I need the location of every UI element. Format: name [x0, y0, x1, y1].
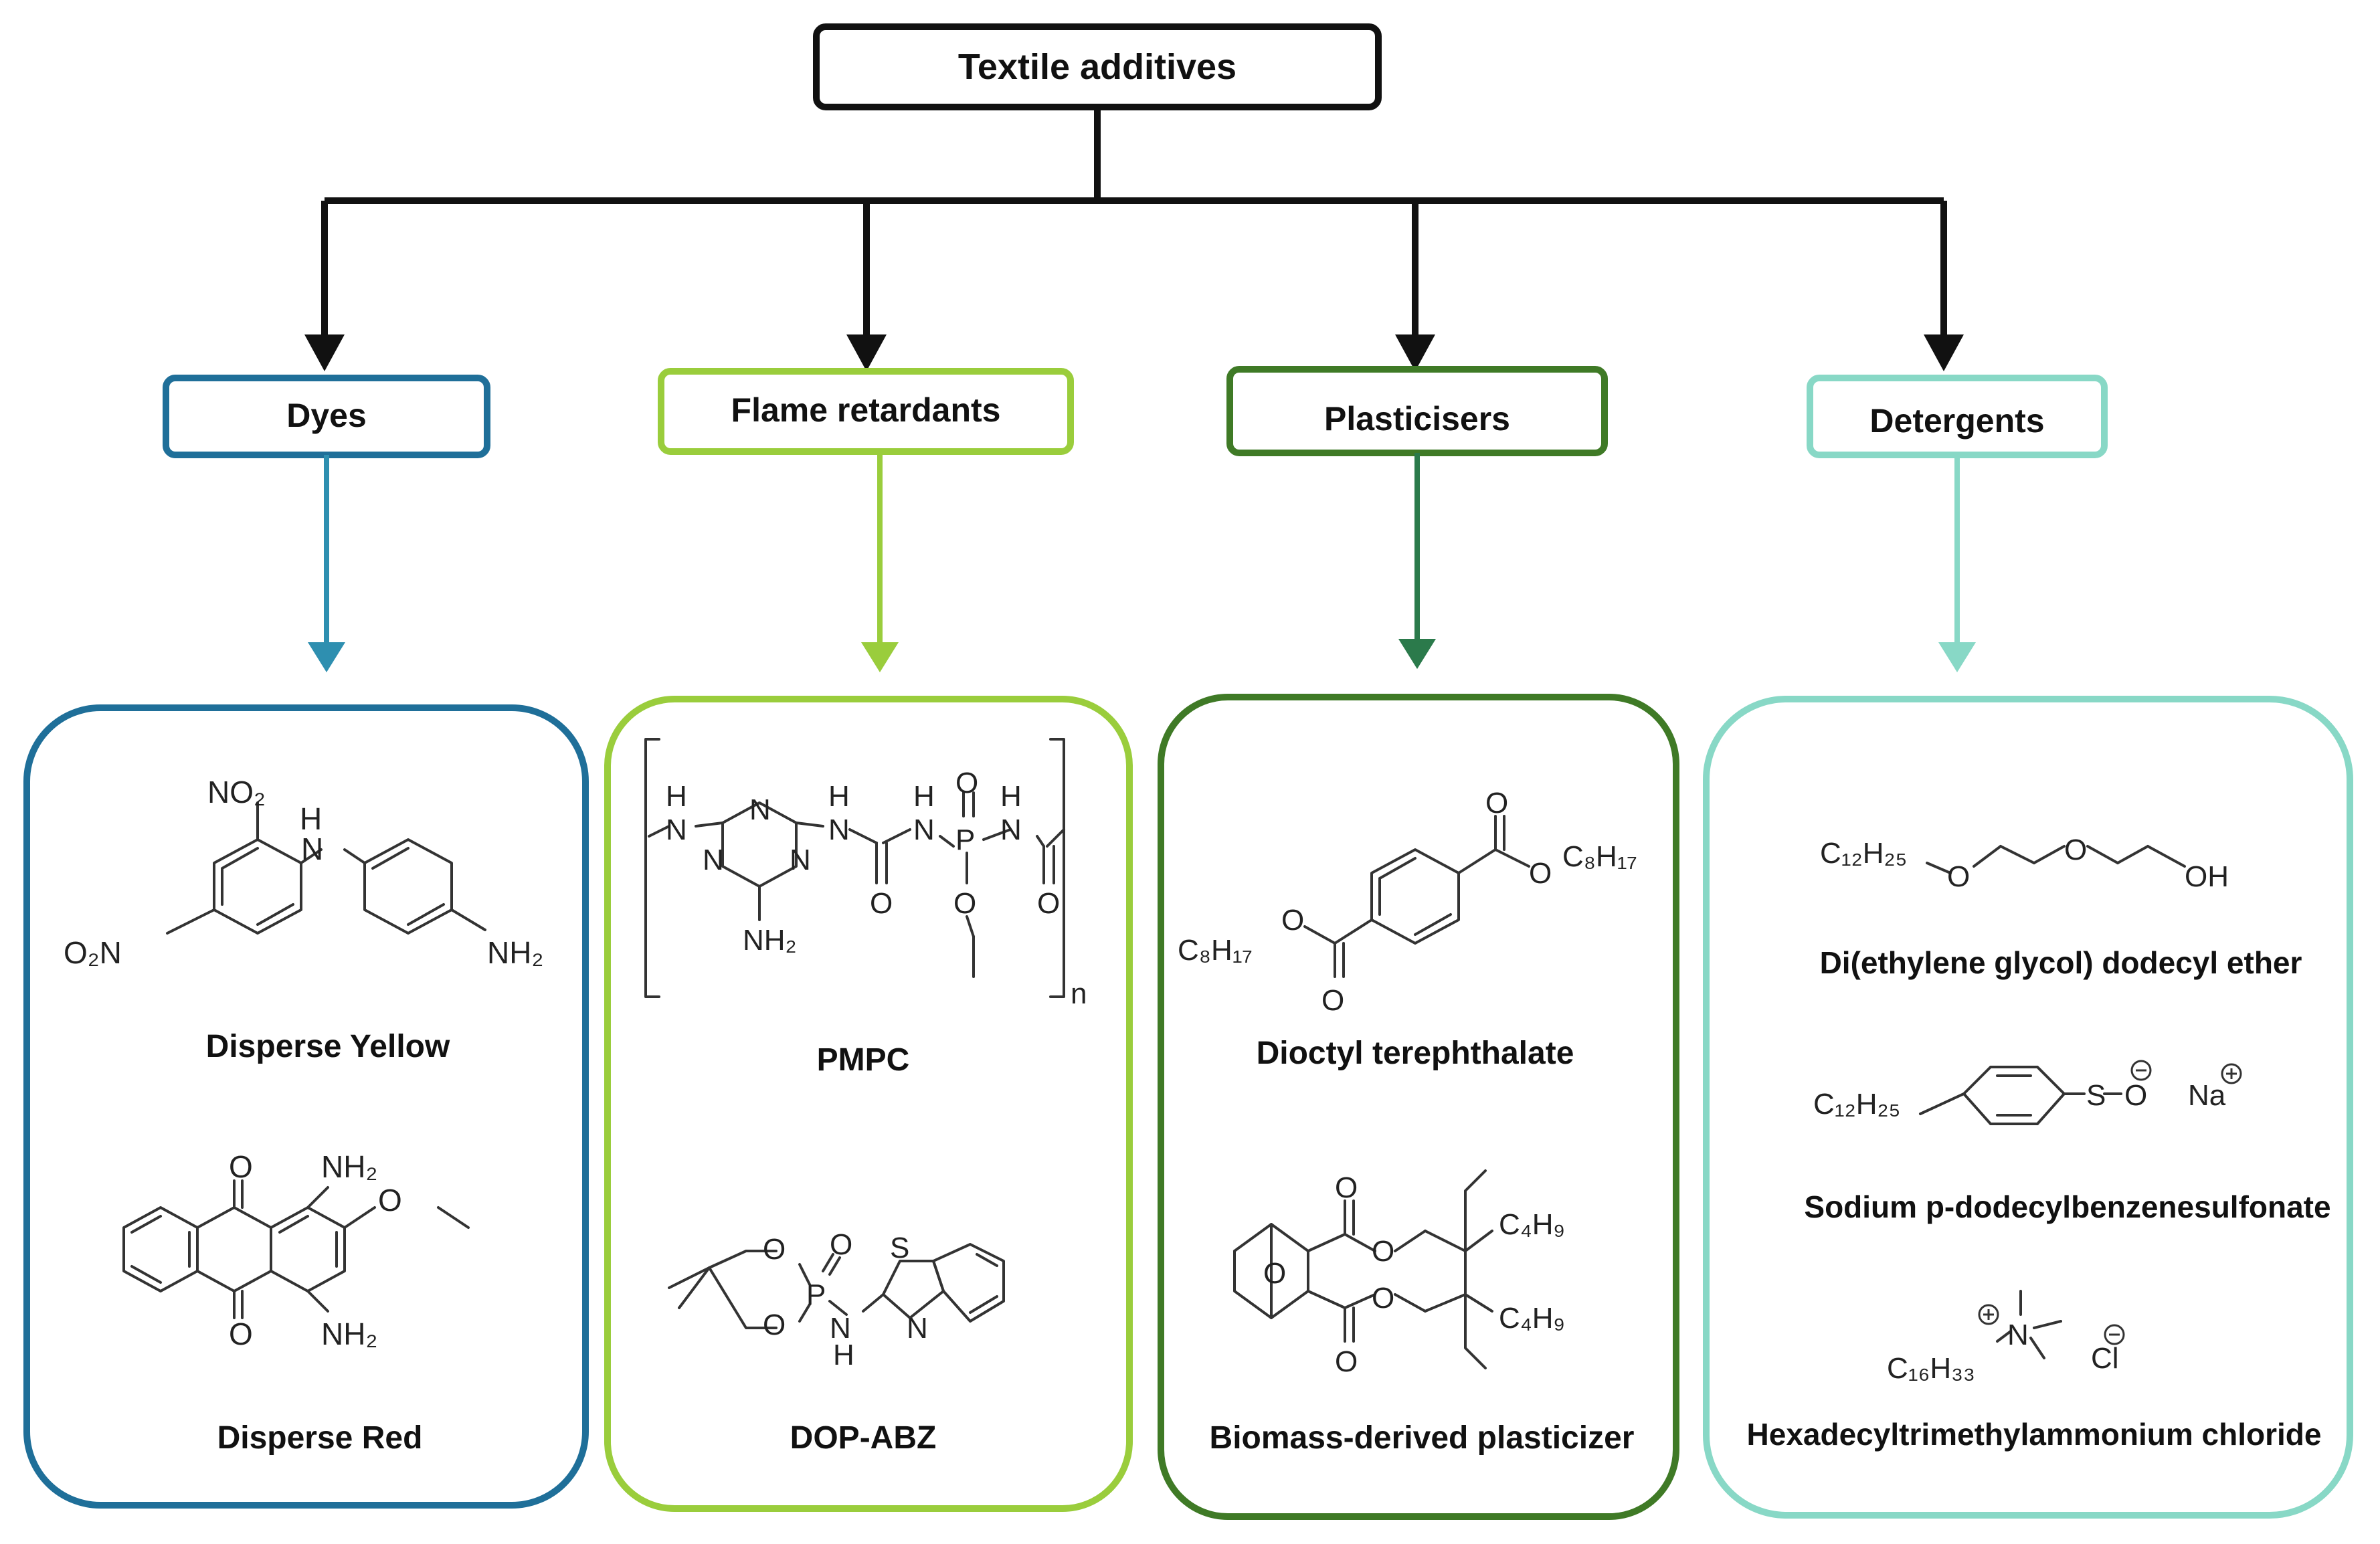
- structure-dioctyl-terephthalate: O O C₈H₁₇ O O C₈H₁₇: [1178, 787, 1637, 1017]
- svg-text:O: O: [953, 887, 976, 920]
- category-label-flame-retardants: Flame retardants: [731, 391, 1001, 429]
- compound-name-sodium-dodecylbenzenesulfonate: Sodium p-dodecylbenzenesulfonate: [1804, 1189, 2330, 1224]
- panel-plasticisers: [1158, 694, 1679, 1520]
- category-label-plasticisers: Plasticisers: [1324, 400, 1510, 438]
- svg-text:O: O: [1947, 860, 1970, 893]
- svg-text:n: n: [1071, 977, 1087, 1010]
- svg-text:S: S: [890, 1232, 909, 1264]
- svg-text:N: N: [666, 813, 687, 846]
- svg-text:C₈H₁₇: C₈H₁₇: [1562, 840, 1637, 873]
- structure-biomass-plasticizer: O O O O O C₄H₉ C₄H₉: [1233, 1169, 1565, 1378]
- svg-text:C₁₂H₂₅: C₁₂H₂₅: [1813, 1088, 1900, 1121]
- panel-detergents: [1703, 696, 2353, 1519]
- svg-text:O: O: [378, 1183, 402, 1218]
- connector-tree: [321, 107, 1947, 334]
- svg-text:N: N: [703, 844, 724, 876]
- svg-text:NO₂: NO₂: [207, 775, 266, 809]
- svg-text:O: O: [1485, 787, 1508, 819]
- svg-text:O: O: [1529, 857, 1552, 890]
- compound-name-pmpc: PMPC: [817, 1042, 910, 1078]
- category-label-detergents: Detergents: [1869, 402, 2044, 440]
- svg-text:P: P: [806, 1278, 826, 1311]
- svg-text:O: O: [229, 1317, 253, 1351]
- structure-disperse-yellow: NO₂ H N O₂N NH₂: [64, 775, 543, 970]
- svg-text:C₈H₁₇: C₈H₁₇: [1178, 934, 1253, 967]
- svg-text:Cl: Cl: [2091, 1342, 2119, 1375]
- svg-text:NH₂: NH₂: [321, 1317, 377, 1351]
- svg-text:C₁₂H₂₅: C₁₂H₂₅: [1820, 837, 1907, 870]
- svg-text:C₄H₉: C₄H₉: [1499, 1302, 1565, 1335]
- svg-text:O: O: [1263, 1257, 1286, 1290]
- svg-text:O: O: [2064, 834, 2087, 866]
- svg-text:Na: Na: [2188, 1079, 2226, 1112]
- svg-text:S: S: [2086, 1079, 2106, 1112]
- svg-text:N: N: [830, 1312, 851, 1345]
- svg-text:O: O: [229, 1149, 253, 1184]
- compound-name-disperse-red: Disperse Red: [217, 1420, 423, 1456]
- structure-hexadecyltrimethylammonium-chloride: C₁₆H₃₃ N Cl: [1887, 1290, 2125, 1385]
- svg-text:O: O: [1335, 1171, 1358, 1204]
- svg-text:O: O: [870, 887, 893, 920]
- compound-name-disperse-yellow: Disperse Yellow: [206, 1029, 450, 1064]
- structure-dop-abz: O O P O N H S N: [668, 1228, 1005, 1371]
- svg-text:NH₂: NH₂: [743, 924, 797, 957]
- svg-text:O: O: [1372, 1282, 1394, 1315]
- svg-text:O: O: [1372, 1235, 1394, 1268]
- svg-text:O: O: [830, 1228, 852, 1261]
- svg-text:N: N: [790, 844, 811, 876]
- svg-text:O: O: [1321, 984, 1344, 1017]
- compound-name-diethylene-glycol-dodecyl-ether: Di(ethylene glycol) dodecyl ether: [1820, 945, 2302, 980]
- structure-pmpc: H N N N N H N O H N P O H N O O NH₂ n: [644, 738, 1087, 1010]
- svg-text:O: O: [2124, 1079, 2147, 1112]
- svg-text:N: N: [301, 832, 323, 866]
- svg-text:C₄H₉: C₄H₉: [1499, 1208, 1565, 1241]
- structure-diethylene-glycol-dodecyl-ether: C₁₂H₂₅ O O OH: [1820, 834, 2229, 893]
- svg-text:O: O: [1281, 904, 1304, 937]
- svg-text:O: O: [763, 1233, 786, 1266]
- svg-text:O: O: [1335, 1345, 1358, 1378]
- svg-text:N: N: [907, 1312, 928, 1345]
- compound-name-hexadecyltrimethylammonium-chloride: Hexadecyltrimethylammonium chloride: [1747, 1417, 2322, 1452]
- category-label-dyes: Dyes: [286, 397, 367, 434]
- svg-text:O: O: [955, 767, 978, 799]
- category-arrows: [308, 452, 1976, 672]
- svg-text:O₂N: O₂N: [64, 935, 122, 970]
- svg-text:O: O: [1037, 887, 1060, 920]
- structure-disperse-red: O O NH₂ O NH₂: [122, 1149, 470, 1351]
- category-box-flame-retardants: [658, 368, 1074, 455]
- svg-text:H: H: [833, 1339, 854, 1371]
- svg-text:H: H: [913, 780, 935, 813]
- compound-name-dioctyl-terephthalate: Dioctyl terephthalate: [1257, 1036, 1574, 1071]
- svg-text:C₁₆H₃₃: C₁₆H₃₃: [1887, 1352, 1975, 1385]
- svg-text:NH₂: NH₂: [321, 1149, 377, 1184]
- svg-text:P: P: [955, 824, 975, 856]
- svg-text:N: N: [2007, 1319, 2029, 1351]
- svg-text:H: H: [300, 801, 322, 836]
- structure-sodium-dodecylbenzenesulfonate: C₁₂H₂₅ S O Na: [1813, 1060, 2242, 1125]
- svg-text:H: H: [828, 780, 850, 813]
- svg-text:N: N: [913, 813, 935, 846]
- compound-name-biomass-plasticizer: Biomass-derived plasticizer: [1210, 1420, 1635, 1456]
- svg-text:OH: OH: [2185, 860, 2229, 893]
- panel-flame-retardants: [604, 696, 1133, 1512]
- svg-text:H: H: [1000, 780, 1022, 813]
- panel-dyes: [23, 704, 589, 1509]
- svg-text:H: H: [666, 780, 687, 813]
- svg-text:N: N: [1000, 813, 1022, 846]
- svg-text:N: N: [749, 793, 771, 826]
- root-label: Textile additives: [958, 47, 1237, 87]
- root-arrowheads: [304, 334, 1964, 371]
- svg-text:O: O: [763, 1309, 786, 1341]
- svg-text:NH₂: NH₂: [487, 935, 543, 970]
- svg-text:N: N: [828, 813, 850, 846]
- compound-name-dop-abz: DOP-ABZ: [790, 1420, 937, 1456]
